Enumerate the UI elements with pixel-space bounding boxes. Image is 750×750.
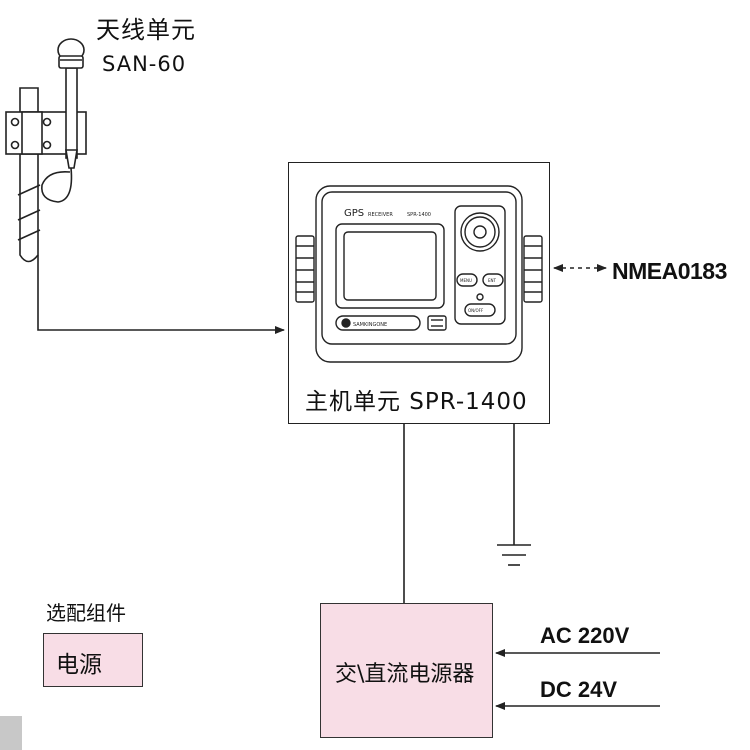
ground-symbol (497, 424, 531, 566)
panel-ent-label: ENT (488, 278, 497, 283)
panel-gps-label: GPS (344, 208, 364, 219)
panel-brand-label: SAMKINGONE (353, 322, 387, 328)
main-unit-label: 主机单元 SPR-1400 (305, 389, 528, 415)
panel-receiver-label: RECEIVER (368, 212, 393, 218)
power-supply-label: 交\直流电源器 (335, 662, 475, 687)
antenna-unit-drawing (5, 38, 87, 263)
corner-shade (0, 716, 22, 750)
antenna-model: SAN-60 (102, 52, 187, 76)
dc-input-label: DC 24V (540, 677, 618, 702)
nmea-label: NMEA0183 (612, 258, 727, 284)
power-supply-box (320, 603, 493, 738)
receiver-device-drawing: GPS RECEIVER SPR-1400 SAMKINGONE MENU EN… (295, 185, 543, 363)
panel-menu-label: MENU (460, 278, 472, 283)
optional-components-title: 选配组件 (46, 601, 126, 625)
optional-power-box (43, 633, 143, 687)
panel-power-label: ON/OFF (468, 308, 484, 313)
antenna-title: 天线单元 (96, 16, 196, 44)
antenna-cable (37, 255, 285, 334)
optional-power-label: 电源 (56, 652, 102, 678)
panel-model-label: SPR-1400 (407, 212, 431, 218)
ac-input-label: AC 220V (540, 623, 630, 648)
